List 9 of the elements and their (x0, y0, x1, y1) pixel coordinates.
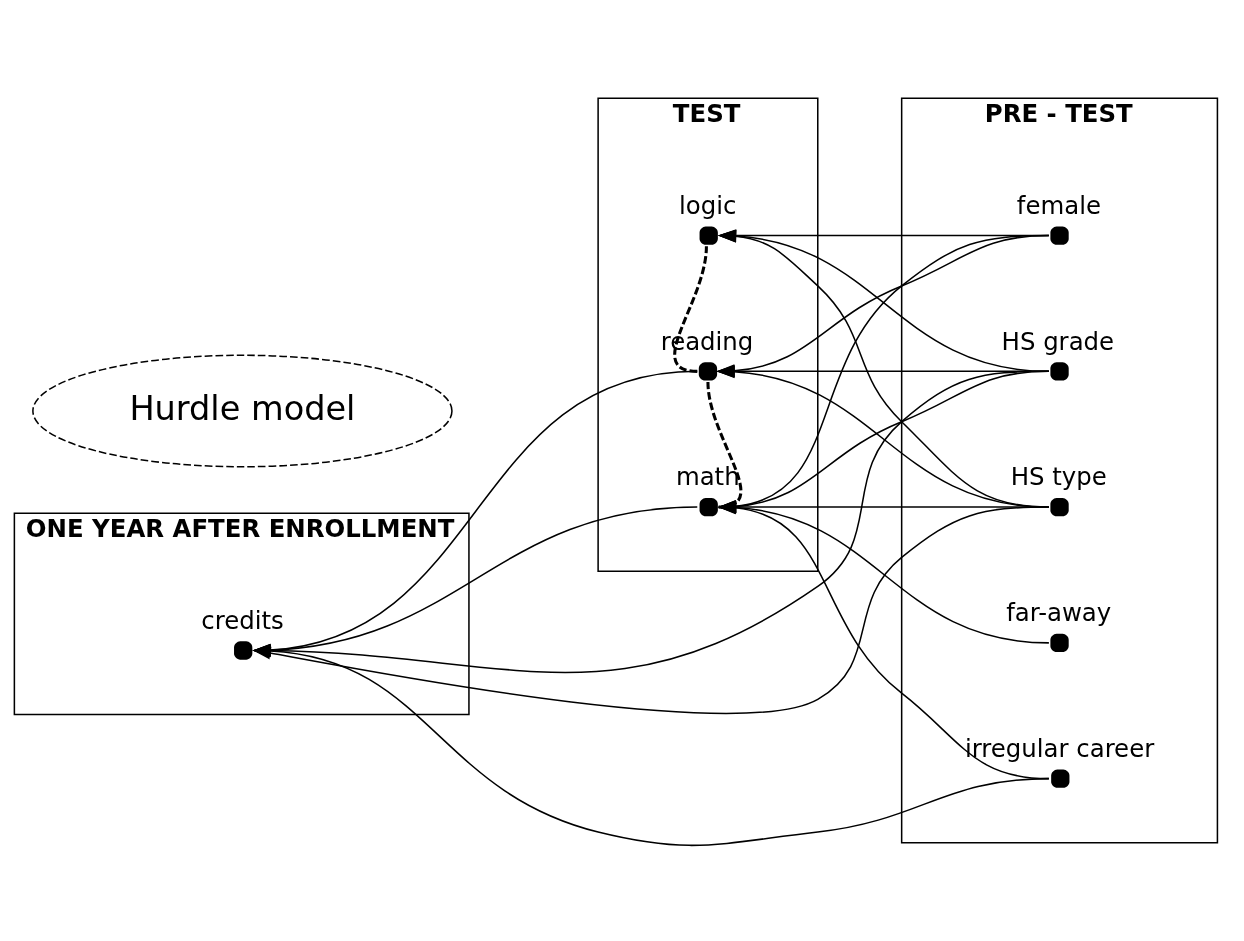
node-label: credits (201, 605, 284, 635)
node-label: far-away (1006, 598, 1112, 628)
node-label: HS grade (1001, 326, 1115, 356)
node-label: logic (678, 190, 737, 220)
node-label: math (675, 462, 740, 492)
node-label: reading (660, 326, 754, 356)
node-label: female (1016, 190, 1101, 220)
node-label: irregular career (964, 733, 1155, 763)
node-label: HS type (1010, 462, 1107, 492)
